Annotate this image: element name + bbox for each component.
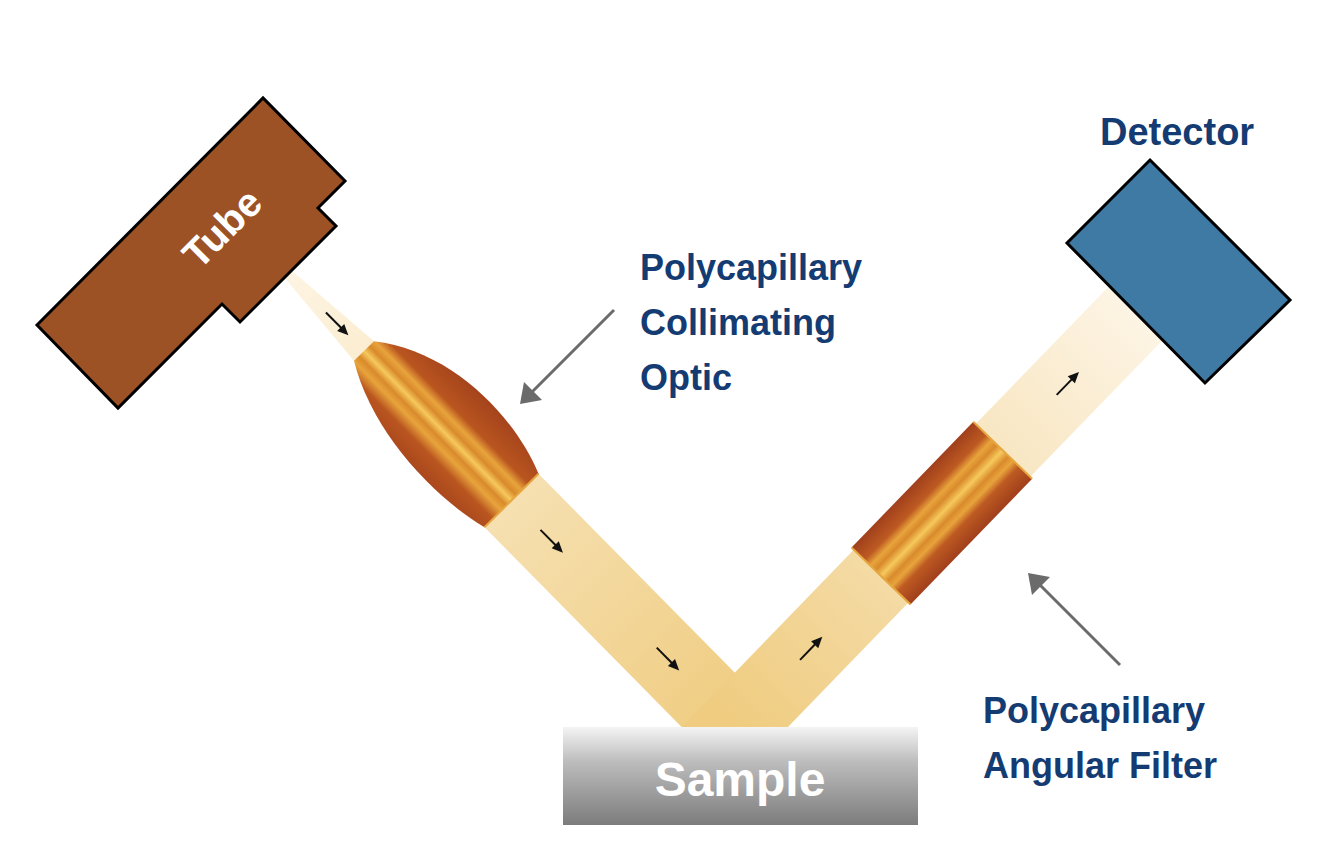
beam-arrow bbox=[657, 648, 673, 664]
leader-arrow bbox=[520, 310, 614, 404]
beam-arrow bbox=[1057, 378, 1073, 395]
beam-arrowhead bbox=[811, 637, 822, 648]
beam-arrowhead bbox=[1068, 372, 1079, 383]
beam-arrowhead bbox=[552, 541, 563, 552]
angular-filter bbox=[852, 422, 1033, 605]
beam-arrow bbox=[326, 312, 342, 328]
beam-arrow bbox=[540, 530, 556, 546]
beam-arrowhead bbox=[337, 324, 348, 335]
collimating-optic bbox=[331, 313, 550, 533]
part-label: Polycapillary Collimating Optic bbox=[640, 240, 862, 405]
sample-stage: Sample bbox=[563, 727, 918, 825]
part-label: Polycapillary Angular Filter bbox=[983, 683, 1288, 793]
node-label: Sample bbox=[655, 752, 826, 807]
node-label: Detector bbox=[1100, 110, 1254, 154]
beam-arrow bbox=[800, 643, 816, 660]
x-ray-tube: Tube bbox=[30, 60, 420, 420]
leader-arrow bbox=[1028, 573, 1120, 665]
detector: Detector bbox=[1060, 108, 1300, 398]
beam-arrowhead bbox=[668, 659, 679, 670]
